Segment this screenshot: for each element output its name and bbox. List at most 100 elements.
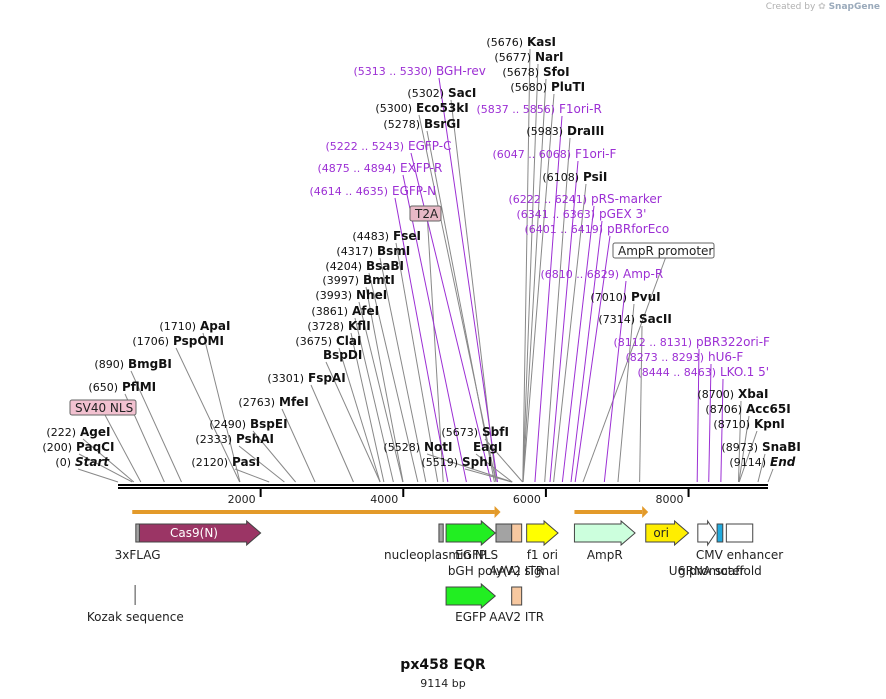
ruler-label-4000: 4000 <box>370 493 398 506</box>
eco53ki-27-name: Eco53kI <box>416 101 469 115</box>
fsei-21-position: (4483) <box>352 230 389 243</box>
end-56-position: (9114) <box>729 456 766 469</box>
bsmi-20-position: (4317) <box>336 245 373 258</box>
feature-grna-scaffold-11-label: gRNA scaffold <box>678 564 762 578</box>
sacii-48-position: (7314) <box>598 313 635 326</box>
pgex-3-43-position: (6341 .. 6363) <box>516 208 595 221</box>
bmti-18-position: (3997) <box>322 274 359 287</box>
ampr-region-2-arrowhead <box>642 506 649 518</box>
amp-r-46-position: (6810 .. 6829) <box>540 268 619 281</box>
pbr322ori-f-49-position: (8112 .. 8131) <box>613 336 692 349</box>
exfp-r-24-leader-line <box>402 174 467 483</box>
bsrgi-26-name: BsrGI <box>424 117 461 131</box>
saci-28-name: SacI <box>448 86 476 100</box>
egfp-n-23-name: EGFP-N <box>392 184 436 198</box>
acc65i-53-name: Acc65I <box>746 402 791 416</box>
pvui-47-position: (7010) <box>590 291 627 304</box>
paqci-1-name: PaqCI <box>76 440 114 454</box>
pflmi-4-position: (650) <box>88 381 118 394</box>
kasi-34-position: (5676) <box>486 36 523 49</box>
feature-nucleoplasmin-nls-3-box <box>438 523 444 543</box>
kfli-15-leader-line <box>350 332 385 483</box>
bgh-rev-29-position: (5313 .. 5330) <box>353 65 432 78</box>
egfp-c-25-position: (5222 .. 5243) <box>325 140 404 153</box>
egfp-n-23-position: (4614 .. 4635) <box>309 185 388 198</box>
lko-1-5-51-leader-line <box>720 378 724 483</box>
start-0-position: (0) <box>55 456 71 469</box>
amp-r-46-leader-line <box>603 280 627 483</box>
xbai-52-position: (8700) <box>697 388 734 401</box>
bmgbi-5-position: (890) <box>94 358 124 371</box>
acc65i-53-position: (8706) <box>705 403 742 416</box>
pbrforeco-44-leader-line <box>574 235 611 483</box>
feature-aav2-itr-14-label: AAV2 ITR <box>489 610 544 624</box>
mfei-11-position: (2763) <box>238 396 275 409</box>
feature-egfp-13-label: EGFP <box>455 610 486 624</box>
feature-grna-scaffold-11-box <box>716 523 724 543</box>
feature-cas9-n-1-arrow <box>138 519 262 547</box>
xbai-52-leader-line <box>737 400 742 483</box>
snabi-55-leader-line <box>757 453 766 483</box>
backbone-gap <box>118 486 768 487</box>
bsabi-19-leader-line <box>368 272 419 483</box>
agei-2-leader-line <box>82 438 135 483</box>
pvui-47-name: PvuI <box>631 290 661 304</box>
feature-u6-promoter-10-label: U6 promoter <box>669 564 745 578</box>
prs-marker-42-position: (6222 .. 6241) <box>508 193 587 206</box>
fspai-12-leader-line <box>310 384 354 483</box>
pvui-47-leader-line <box>617 303 635 483</box>
eco53ki-27-leader-line <box>418 114 497 483</box>
ampr-region-1 <box>132 510 495 514</box>
nari-35-position: (5677) <box>494 51 531 64</box>
feature-nucleoplasmin-nls-3-label: nucleoplasmin NLS <box>384 548 498 562</box>
afei-16-name: AfeI <box>352 304 379 318</box>
f1ori-r-38-leader-line <box>534 115 563 483</box>
nari-35-name: NarI <box>535 50 564 64</box>
noti-30-leader-line <box>426 453 513 483</box>
bspei-10-name: BspEI <box>250 417 288 431</box>
psii-41-name: PsiI <box>583 170 607 184</box>
paqci-1-leader-line <box>78 453 133 483</box>
mfei-11-leader-line <box>281 408 316 483</box>
pasi-8-name: PasI <box>232 455 260 469</box>
nhei-17-leader-line <box>358 301 404 483</box>
bmgbi-5-name: BmgBI <box>128 357 172 371</box>
egfp-n-23-leader-line <box>394 197 449 483</box>
kfli-15-position: (3728) <box>307 320 344 333</box>
bspdi-13-leader-line <box>325 361 381 483</box>
kpni-54-leader-line <box>738 430 758 483</box>
sbfi-33-leader-line <box>484 438 523 483</box>
eagi-32-leader-line <box>475 453 513 483</box>
ruler-label-8000: 8000 <box>656 493 684 506</box>
feature-ori-9-label: ori <box>653 526 669 540</box>
pbr322ori-f-49-name: pBR322ori-F <box>696 335 770 349</box>
xbai-52-name: XbaI <box>738 387 768 401</box>
t2a-22-label: T2A <box>414 207 439 221</box>
pasi-8-position: (2120) <box>191 456 228 469</box>
clai-14-name: ClaI <box>336 334 361 348</box>
plasmid-size: 9114 bp <box>420 677 466 690</box>
fspai-12-name: FspAI <box>308 371 346 385</box>
sfoi-36-leader-line <box>522 78 547 483</box>
saci-28-position: (5302) <box>407 87 444 100</box>
sbfi-33-name: SbfI <box>482 425 509 439</box>
f1ori-r-38-position: (5837 .. 5856) <box>476 103 555 116</box>
eco53ki-27-position: (5300) <box>375 102 412 115</box>
feature-ampr-8-arrow <box>573 519 636 547</box>
bsabi-19-position: (4204) <box>325 260 362 273</box>
pgex-3-43-name: pGEX 3' <box>599 207 646 221</box>
snapgene-logo-icon: ✿ <box>818 2 826 12</box>
sv40-nls-3-leader-line <box>104 414 142 483</box>
pspomi-6-name: PspOMI <box>173 334 224 348</box>
draiii-39-position: (5983) <box>526 125 563 138</box>
nari-35-leader-line <box>522 63 539 483</box>
sv40-nls-3-label: SV40 NLS <box>75 401 133 415</box>
fsei-21-name: FseI <box>393 229 421 243</box>
feature-egfp-4-arrow <box>445 519 497 547</box>
bsrgi-26-position: (5278) <box>383 118 420 131</box>
bgh-rev-29-leader-line <box>438 77 498 483</box>
feature-aav2-itr-6-box <box>511 523 523 543</box>
apai-7-name: ApaI <box>200 319 230 333</box>
